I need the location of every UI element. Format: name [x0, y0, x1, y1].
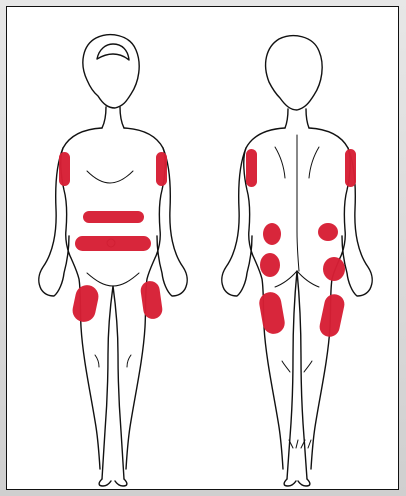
back-upper-buttock-right-spot — [318, 223, 338, 241]
front-neck-outline — [102, 107, 124, 128]
back-left-thigh-spot — [258, 290, 287, 335]
back-legs-outline — [287, 271, 307, 479]
front-knee-lines — [95, 355, 131, 367]
back-left-upper-arm-spot — [246, 149, 257, 187]
front-hair-outline — [97, 44, 129, 60]
front-view — [39, 35, 187, 486]
back-view — [222, 36, 372, 486]
back-lower-buttock-right-spot — [323, 257, 345, 281]
back-spine-line — [297, 135, 299, 271]
front-upper-abdomen-spot — [83, 211, 144, 223]
back-right-upper-arm-spot — [345, 149, 356, 187]
front-lower-abdomen-spot — [75, 236, 151, 251]
back-head-outline — [266, 36, 323, 110]
back-neck-outline — [285, 109, 309, 128]
front-right-thigh-spot — [139, 280, 163, 320]
back-right-thigh-spot — [318, 292, 347, 338]
front-left-thigh-spot — [70, 283, 100, 324]
front-head-outline — [83, 35, 139, 108]
front-chest-outline — [87, 171, 133, 183]
figure-card — [6, 6, 399, 490]
body-map — [7, 7, 399, 490]
front-feet-outline — [99, 479, 127, 486]
back-feet-outline — [284, 479, 310, 486]
front-pelvis-outline — [87, 273, 139, 286]
back-knee-marks — [282, 361, 312, 372]
back-lower-buttock-left-spot — [260, 253, 280, 277]
back-upper-buttock-left-spot — [263, 223, 281, 245]
front-right-upper-arm-spot — [156, 152, 167, 186]
back-ankle-marks — [289, 440, 311, 448]
front-left-upper-arm-spot — [59, 152, 70, 186]
front-legs-outline — [102, 286, 124, 479]
highlight-spots — [59, 149, 356, 339]
